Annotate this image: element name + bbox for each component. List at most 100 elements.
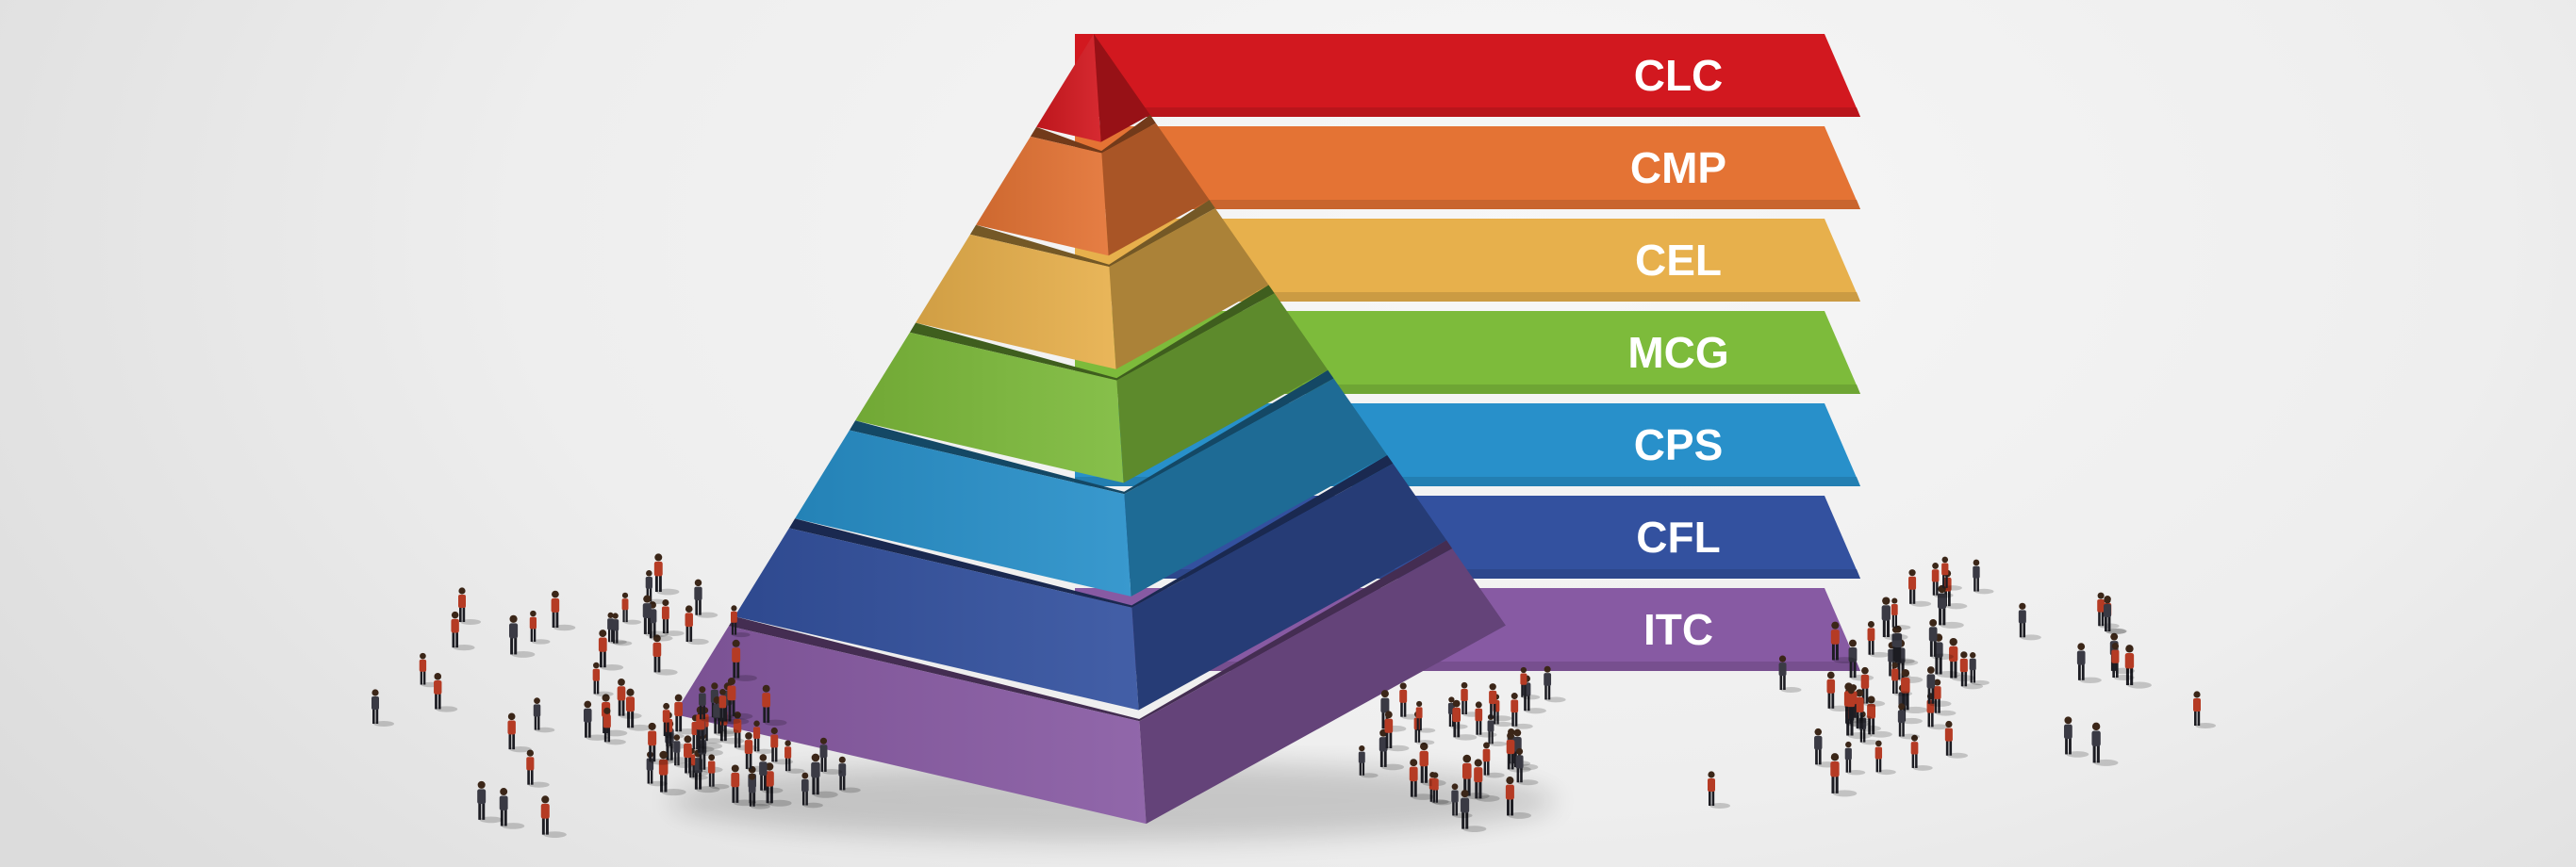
person-figure	[1415, 700, 1436, 733]
person-figure	[508, 614, 536, 658]
person-figure	[658, 750, 686, 796]
pyramid-tier-cfl	[735, 455, 1447, 711]
tier-right-face	[1101, 123, 1210, 256]
tier-label: MCG	[1627, 328, 1728, 377]
person-figure	[621, 592, 642, 625]
person-figure	[731, 764, 756, 807]
person-figure	[1969, 652, 1990, 686]
tier-ledge	[909, 285, 1275, 381]
pyramid	[669, 34, 1556, 841]
person-figure	[1451, 783, 1473, 819]
pyramid-tier-cel	[916, 200, 1269, 369]
band-shape	[1075, 126, 1860, 209]
tier-label: CEL	[1635, 236, 1722, 285]
person-figure	[765, 762, 792, 807]
person-figure	[770, 727, 794, 765]
person-figure	[592, 662, 614, 697]
person-figure	[625, 688, 652, 731]
person-figure	[838, 756, 861, 793]
person-figure	[1897, 703, 1920, 740]
person-figure	[2104, 597, 2126, 634]
person-figure	[1847, 687, 1870, 724]
person-figure	[1409, 759, 1435, 800]
person-figure	[718, 688, 741, 725]
person-figure	[583, 700, 608, 741]
tier-left-face	[674, 626, 1147, 825]
person-figure	[727, 677, 753, 720]
tier-left-face	[1036, 34, 1101, 142]
tier-label: ITC	[1643, 605, 1713, 654]
pyramid-tier-clc	[1036, 34, 1150, 142]
person-figure	[2193, 691, 2216, 728]
person-figure	[1419, 742, 1446, 787]
tier-right-face	[1116, 293, 1329, 483]
person-figure	[1881, 597, 1908, 641]
person-figure	[694, 579, 718, 618]
person-figure	[603, 707, 626, 745]
person-figure	[752, 720, 774, 755]
person-figure	[529, 610, 551, 645]
label-band-clc: CLC	[1075, 34, 1860, 117]
person-figure	[642, 595, 669, 638]
person-figure	[759, 754, 784, 793]
person-figure	[533, 697, 555, 733]
person-figure	[1928, 619, 1954, 661]
pyramid-tier-cps	[795, 369, 1388, 597]
person-figure	[661, 599, 685, 636]
person-figure	[1933, 679, 1957, 716]
person-figure	[526, 749, 550, 788]
person-figure	[1830, 621, 1857, 663]
pyramid-tier-mcg	[855, 285, 1329, 483]
person-figure	[811, 753, 838, 798]
person-figure	[1941, 556, 1962, 591]
person-figure	[434, 673, 458, 712]
person-figure	[1482, 742, 1505, 778]
person-figure	[1908, 569, 1932, 607]
person-figure	[617, 679, 642, 719]
person-figure	[2111, 642, 2135, 681]
person-figure	[699, 686, 721, 723]
person-figure	[1830, 753, 1858, 797]
person-figure	[1826, 671, 1852, 712]
person-figure	[784, 740, 805, 774]
person-figure	[2064, 716, 2089, 758]
person-figure	[1931, 563, 1954, 598]
person-figure	[1452, 699, 1478, 741]
person-figure	[1358, 744, 1379, 778]
tier-label: CPS	[1634, 420, 1724, 469]
tier-right-face	[1109, 208, 1269, 369]
person-figure	[458, 587, 481, 625]
tier-left-face	[976, 136, 1109, 256]
tier-right-face	[1094, 34, 1150, 142]
person-figure	[540, 795, 567, 839]
person-figure	[507, 712, 532, 753]
person-figure	[648, 722, 674, 765]
band-shape	[1075, 219, 1860, 302]
person-figure	[607, 612, 627, 645]
person-figure	[2124, 645, 2152, 689]
person-figure	[707, 754, 730, 790]
person-figure	[1973, 559, 1994, 595]
person-figure	[1474, 759, 1500, 802]
crowd	[372, 553, 2216, 839]
person-figure	[2076, 643, 2102, 684]
person-figure	[653, 553, 680, 596]
band-edge	[1075, 107, 1860, 117]
tier-left-face	[916, 234, 1116, 369]
band-edge	[1075, 200, 1860, 209]
tier-left-face	[795, 430, 1131, 597]
tier-right-face	[1124, 378, 1388, 597]
person-figure	[1520, 666, 1541, 700]
person-figure	[1891, 597, 1911, 630]
person-figure	[1431, 772, 1452, 806]
tier-left-face	[855, 332, 1124, 483]
person-figure	[1944, 720, 1969, 759]
tier-left-face	[735, 528, 1139, 711]
person-figure	[1867, 620, 1890, 658]
person-figure	[1844, 741, 1866, 776]
band-shape	[1075, 34, 1860, 117]
tier-ledge	[969, 200, 1215, 268]
person-figure	[2091, 722, 2119, 766]
label-band-cmp: CMP	[1075, 126, 1860, 209]
